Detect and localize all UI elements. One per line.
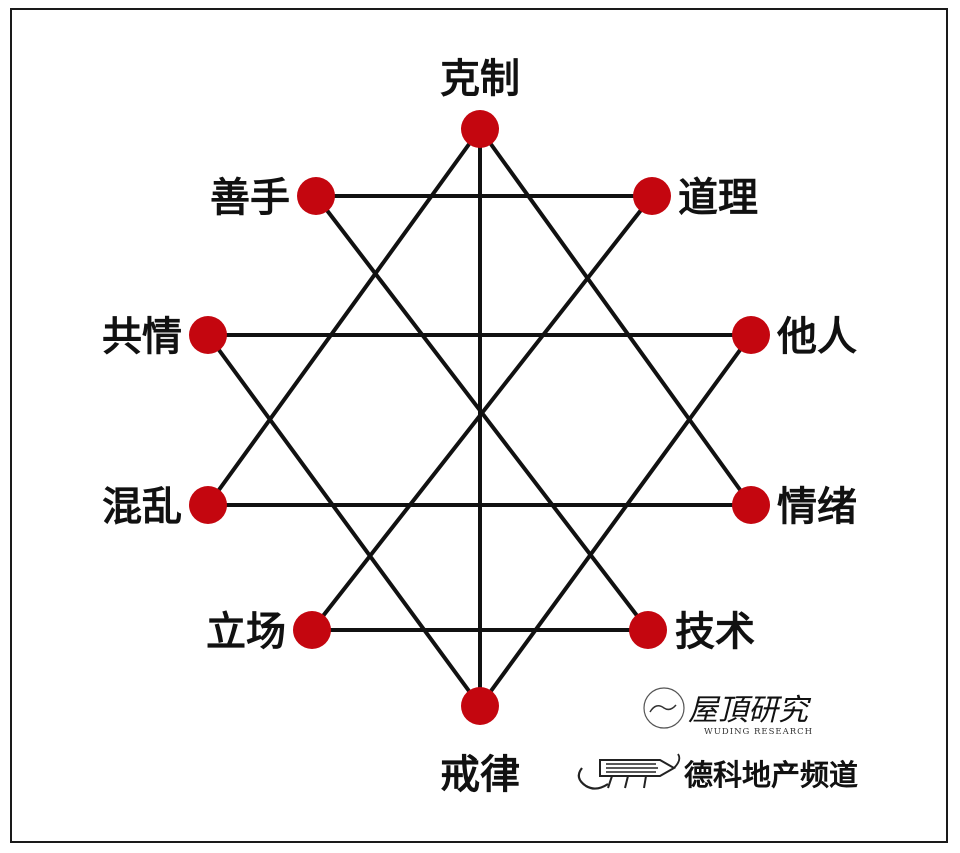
node-label-jishu: 技术 bbox=[675, 609, 755, 655]
edges-group bbox=[206, 127, 753, 708]
logo1-name: 屋頂研究 bbox=[688, 693, 812, 728]
node-label-lichang: 立场 bbox=[206, 609, 286, 655]
node-gongqing bbox=[189, 316, 227, 354]
node-label-kezhi: 克制 bbox=[440, 56, 520, 102]
node-daoli bbox=[633, 177, 671, 215]
edge-gongqing-jielv bbox=[206, 333, 482, 708]
node-taren bbox=[732, 316, 770, 354]
dragon-emblem-icon bbox=[577, 753, 681, 790]
wuding-research-logo: 屋頂研究 WUDING RESEARCH bbox=[643, 687, 813, 737]
edge-daoli-lichang bbox=[310, 194, 654, 632]
channel-logo: 德科地产频道 bbox=[577, 753, 858, 792]
logo1-subtitle: WUDING RESEARCH bbox=[704, 727, 813, 737]
node-label-qingxu: 情绪 bbox=[777, 484, 857, 530]
node-jishu bbox=[629, 611, 667, 649]
edge-kezhi-qingxu bbox=[478, 127, 753, 507]
edge-kezhi-hunluan bbox=[206, 127, 482, 507]
logo-emblem-icon bbox=[643, 687, 685, 729]
edge-taren-jielv bbox=[478, 333, 753, 708]
node-label-taren: 他人 bbox=[776, 314, 857, 360]
nodes-group bbox=[189, 110, 770, 725]
node-jielv bbox=[461, 687, 499, 725]
node-hunluan bbox=[189, 486, 227, 524]
node-kezhi bbox=[461, 110, 499, 148]
node-shanshou bbox=[297, 177, 335, 215]
node-label-shanshou: 善手 bbox=[210, 175, 290, 221]
logo2-name: 德科地产频道 bbox=[684, 758, 858, 792]
node-label-gongqing: 共情 bbox=[102, 314, 182, 360]
node-label-jielv: 戒律 bbox=[440, 752, 520, 798]
node-label-hunluan: 混乱 bbox=[102, 484, 182, 530]
node-qingxu bbox=[732, 486, 770, 524]
node-lichang bbox=[293, 611, 331, 649]
logo-emblem-mark-icon bbox=[649, 704, 677, 713]
node-label-daoli: 道理 bbox=[678, 175, 758, 221]
